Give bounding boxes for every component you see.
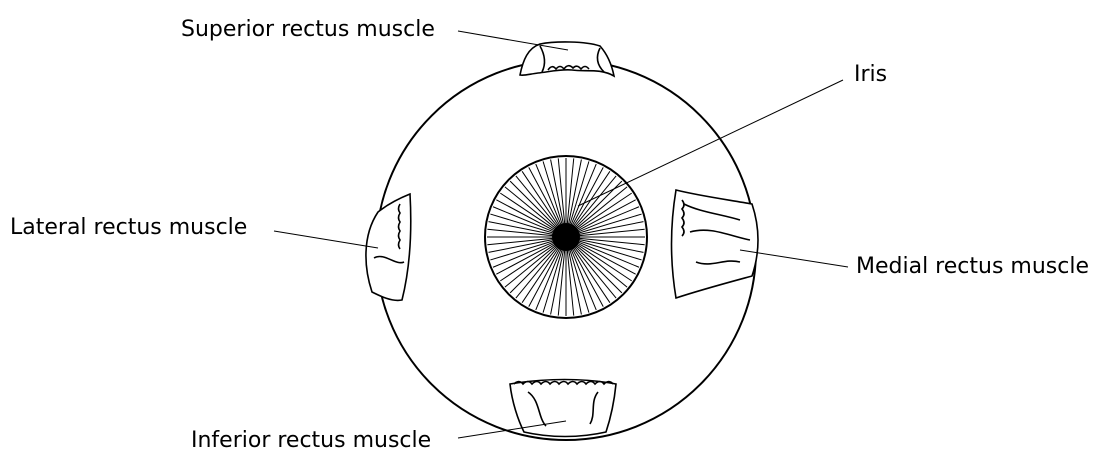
label-superior-rectus: Superior rectus muscle [181, 19, 435, 41]
label-iris: Iris [854, 64, 887, 86]
medial-rectus-muscle [672, 190, 759, 298]
superior-rectus-muscle [520, 42, 614, 76]
leader-superior [458, 31, 568, 50]
label-medial-rectus: Medial rectus muscle [856, 256, 1089, 278]
label-lateral-rectus: Lateral rectus muscle [10, 217, 247, 239]
leader-lateral [274, 231, 378, 248]
label-inferior-rectus: Inferior rectus muscle [191, 430, 431, 452]
inferior-rectus-muscle [510, 380, 616, 437]
pupil [552, 223, 580, 251]
leader-iris [578, 80, 843, 206]
